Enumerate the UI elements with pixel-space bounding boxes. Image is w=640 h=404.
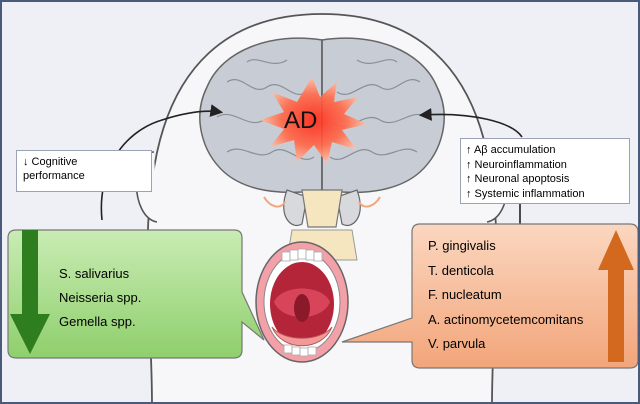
effect-line: ↑ Systemic inflammation bbox=[466, 187, 585, 200]
bacteria-item: V. parvula bbox=[428, 336, 486, 351]
increased-bacteria-list: P. gingivalis T. denticola F. nucleatum … bbox=[428, 234, 583, 357]
ad-label: AD bbox=[284, 107, 318, 134]
cognitive-line-1: ↓ Cognitive bbox=[23, 156, 78, 168]
brain bbox=[199, 37, 445, 228]
effect-line: ↑ Neuronal apoptosis bbox=[466, 173, 570, 185]
decreased-bacteria-list: S. salivarius Neisseria spp. Gemella spp… bbox=[59, 262, 141, 334]
orange-callout-box bbox=[341, 223, 638, 369]
bacteria-item: A. actinomycetemcomitans bbox=[428, 311, 584, 327]
effect-line: ↑ Neuroinflammation bbox=[466, 158, 567, 171]
green-callout-box bbox=[7, 229, 265, 359]
cognitive-line-2: performance bbox=[23, 170, 85, 182]
ad-burst bbox=[260, 77, 367, 164]
bacteria-item: Gemella spp. bbox=[59, 314, 136, 329]
bacteria-item: Neisseria spp. bbox=[59, 290, 142, 305]
cognitive-performance-box: ↓ Cognitive performance bbox=[16, 150, 152, 192]
bacteria-item: S. salivarius bbox=[59, 266, 130, 281]
effects-box: ↑ Aβ accumulation ↑ Neuroinflammation ↑ … bbox=[460, 138, 630, 204]
effect-line: ↑ Aβ accumulation bbox=[466, 144, 556, 156]
bacteria-item: F. nucleatum bbox=[428, 287, 502, 302]
orange-up-arrow bbox=[598, 230, 634, 362]
bacteria-item: T. denticola bbox=[428, 262, 494, 278]
green-down-arrow bbox=[10, 230, 50, 354]
right-curved-arrow bbox=[422, 114, 523, 224]
open-mouth bbox=[255, 241, 349, 363]
bacteria-item: P. gingivalis bbox=[428, 238, 496, 253]
